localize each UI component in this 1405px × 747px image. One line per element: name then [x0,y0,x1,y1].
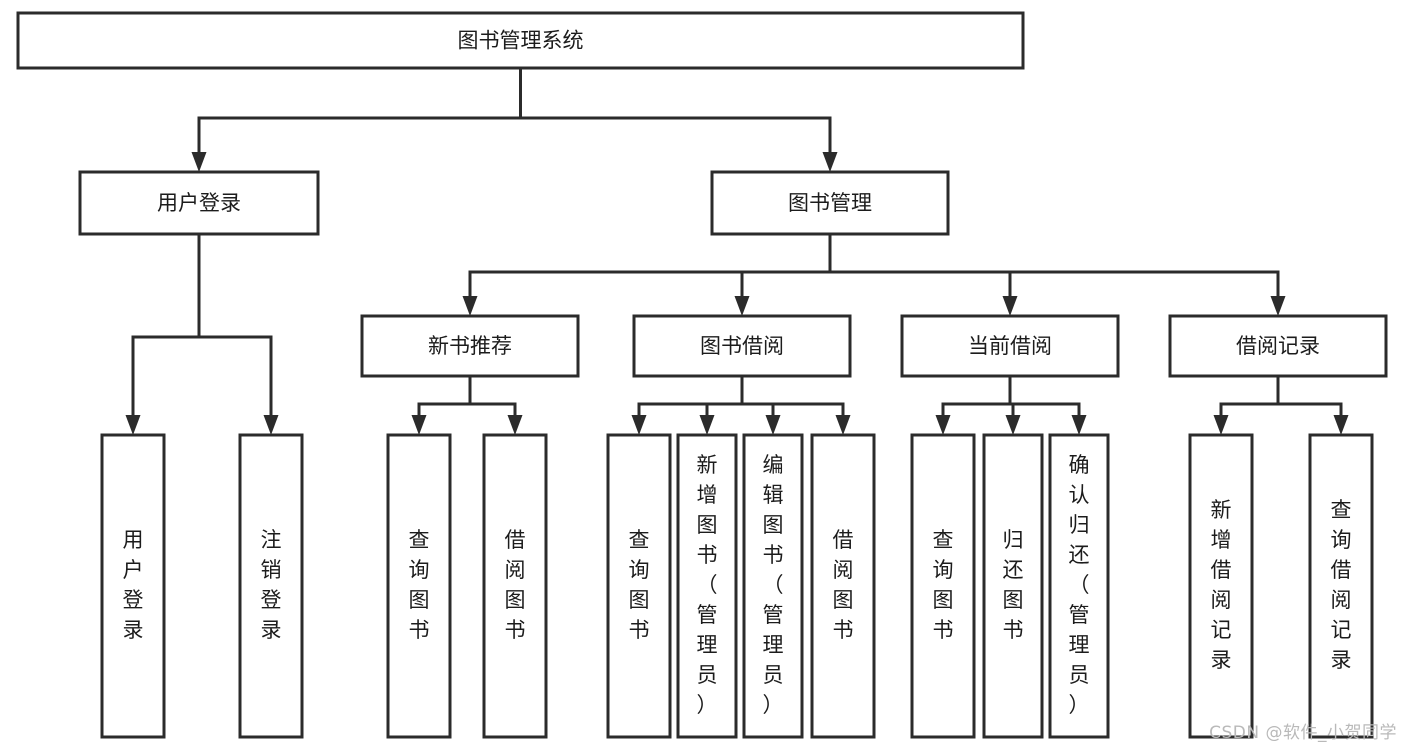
node-box[interactable] [632,314,852,378]
node-label: 用户登录 [157,191,241,215]
node-box[interactable] [360,314,580,378]
node-root[interactable]: 图书管理系统 [16,11,1025,70]
node-box[interactable] [16,11,1025,70]
connector-group-root [191,66,838,172]
arrow-head-icon [699,415,715,435]
arrow-head-icon [1005,415,1021,435]
node-box[interactable] [100,433,166,739]
node-box[interactable] [982,433,1044,739]
node-leaf-edit-book[interactable]: 编辑图书（管理员） [742,433,804,739]
arrow-head-icon [411,415,427,435]
node-label: 查询图书 [409,528,430,642]
arrow-head-icon [125,415,141,435]
node-l2-current-borrow[interactable]: 当前借阅 [900,314,1120,378]
node-label: 图书借阅 [700,334,784,358]
node-leaf-borrow-book-b[interactable]: 借阅图书 [810,433,876,739]
node-label: 新书推荐 [428,334,512,358]
node-l1-user-login[interactable]: 用户登录 [78,170,320,236]
node-box[interactable] [676,433,738,739]
node-label: 新增图书（管理员） [697,453,718,717]
node-label: 查询图书 [629,528,650,642]
arrow-head-icon [263,415,279,435]
node-box[interactable] [606,433,672,739]
node-label: 图书管理系统 [458,29,584,53]
arrow-head-icon [191,152,207,172]
node-label: 注销登录 [261,528,282,642]
node-leaf-return-book[interactable]: 归还图书 [982,433,1044,739]
arrow-head-icon [822,152,838,172]
node-layer: 图书管理系统用户登录图书管理新书推荐图书借阅当前借阅借阅记录用户登录注销登录查询… [16,11,1388,739]
node-leaf-query-record[interactable]: 查询借阅记录 [1308,433,1374,739]
node-label: 借阅图书 [505,528,526,642]
arrow-head-icon [765,415,781,435]
arrow-head-icon [935,415,951,435]
node-label: 新增借阅记录 [1211,498,1232,672]
node-leaf-logout[interactable]: 注销登录 [238,433,304,739]
arrow-head-icon [1270,296,1286,316]
node-box[interactable] [1308,433,1374,739]
node-leaf-add-book[interactable]: 新增图书（管理员） [676,433,738,739]
arrow-head-icon [1071,415,1087,435]
connector-layer [125,66,1349,435]
node-leaf-confirm-return[interactable]: 确认归还（管理员） [1048,433,1110,739]
node-leaf-borrow-book-a[interactable]: 借阅图书 [482,433,548,739]
arrow-head-icon [631,415,647,435]
node-label: 当前借阅 [968,334,1052,358]
node-box[interactable] [900,314,1120,378]
node-label: 用户登录 [123,528,144,642]
node-l2-borrow-record[interactable]: 借阅记录 [1168,314,1388,378]
arrow-head-icon [734,296,750,316]
node-leaf-query-book-c[interactable]: 查询图书 [910,433,976,739]
node-label: 图书管理 [788,191,872,215]
arrow-head-icon [507,415,523,435]
connector-group-l1_book_mgmt [462,232,1286,316]
arrow-head-icon [1002,296,1018,316]
node-label: 确认归还（管理员） [1069,453,1090,717]
node-label: 借阅记录 [1236,334,1320,358]
node-leaf-user-login[interactable]: 用户登录 [100,433,166,739]
node-label: 查询图书 [933,528,954,642]
node-box[interactable] [482,433,548,739]
node-label: 查询借阅记录 [1331,498,1352,672]
arrow-head-icon [462,296,478,316]
node-box[interactable] [1168,314,1388,378]
connector-group-l1_user_login [125,232,279,435]
node-box[interactable] [742,433,804,739]
connector-group-l2_borrow_record [1213,374,1349,435]
connector-group-l2_book_borrow [631,374,851,435]
node-box[interactable] [910,433,976,739]
node-leaf-add-record[interactable]: 新增借阅记录 [1188,433,1254,739]
node-box[interactable] [1188,433,1254,739]
node-label: 编辑图书（管理员） [763,453,784,717]
node-box[interactable] [238,433,304,739]
node-l2-book-borrow[interactable]: 图书借阅 [632,314,852,378]
connector-group-l2_new_book_rec [411,374,523,435]
node-label: 借阅图书 [833,528,854,642]
node-box[interactable] [810,433,876,739]
node-l1-book-mgmt[interactable]: 图书管理 [710,170,950,236]
node-label: 归还图书 [1003,528,1024,642]
node-leaf-query-book-a[interactable]: 查询图书 [386,433,452,739]
arrow-head-icon [835,415,851,435]
node-box[interactable] [386,433,452,739]
connector-group-l2_current_borrow [935,374,1087,435]
node-leaf-query-book-b[interactable]: 查询图书 [606,433,672,739]
node-box[interactable] [78,170,320,236]
arrow-head-icon [1333,415,1349,435]
node-l2-new-book-rec[interactable]: 新书推荐 [360,314,580,378]
arrow-head-icon [1213,415,1229,435]
node-box[interactable] [1048,433,1110,739]
node-box[interactable] [710,170,950,236]
